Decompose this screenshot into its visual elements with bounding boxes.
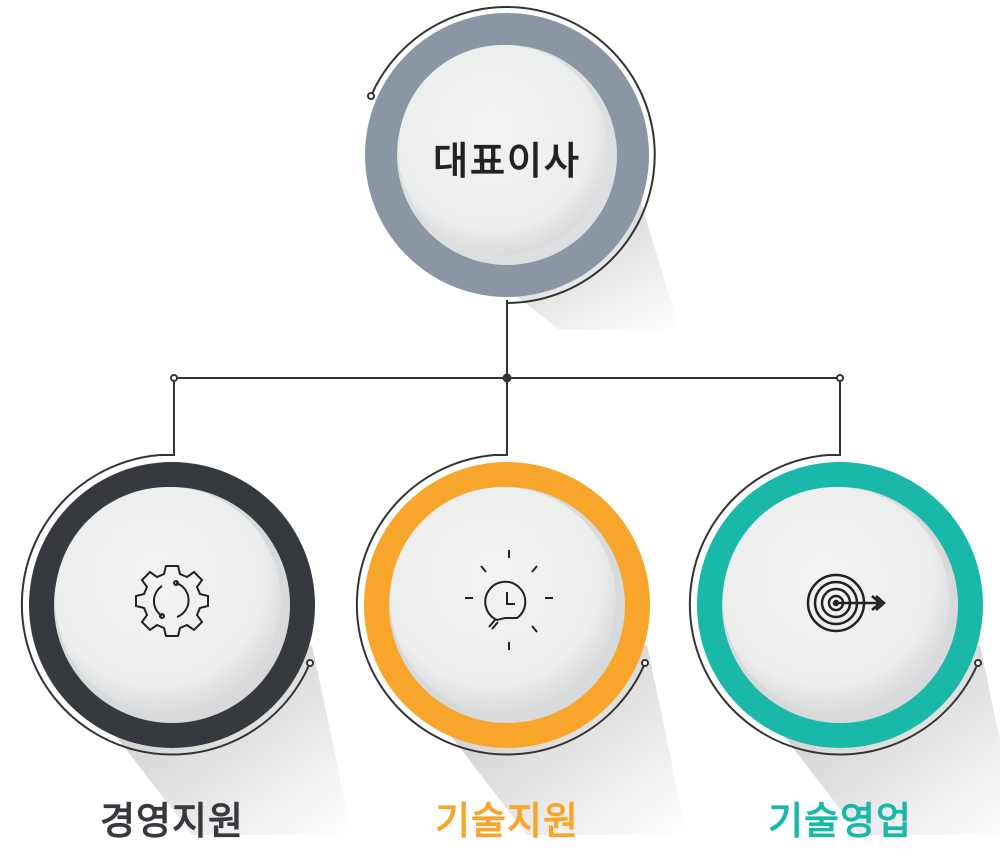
dept-node-tech-support xyxy=(355,454,687,835)
ceo-inner-circle xyxy=(398,45,608,255)
target-arrow-icon xyxy=(806,573,886,633)
dept-orbit-dot xyxy=(974,659,982,667)
dept-label-tech-support: 기술지원 xyxy=(435,799,579,843)
dept-orbit-line xyxy=(355,454,646,756)
dept-label-management: 경영지원 xyxy=(100,799,244,843)
dept-orbit-dot xyxy=(306,659,314,667)
ceo-label: 대표이사 xyxy=(433,139,581,183)
gear-icon xyxy=(135,565,209,637)
dept-orbit-line xyxy=(688,454,979,756)
dept-orbit-dot xyxy=(641,659,649,667)
dept-orbit-line xyxy=(20,454,311,756)
connector-dots xyxy=(170,373,844,383)
ceo-node xyxy=(365,6,680,330)
dept-node-management xyxy=(20,454,352,835)
connector-lines xyxy=(160,300,841,456)
dept-node-tech-sales xyxy=(688,454,1000,835)
dept-inner-circle xyxy=(390,487,616,713)
lightbulb-icon xyxy=(465,550,553,650)
dept-inner-circle xyxy=(55,487,281,713)
dept-label-tech-sales: 기술영업 xyxy=(768,799,912,843)
ceo-orbit-line xyxy=(370,6,656,304)
